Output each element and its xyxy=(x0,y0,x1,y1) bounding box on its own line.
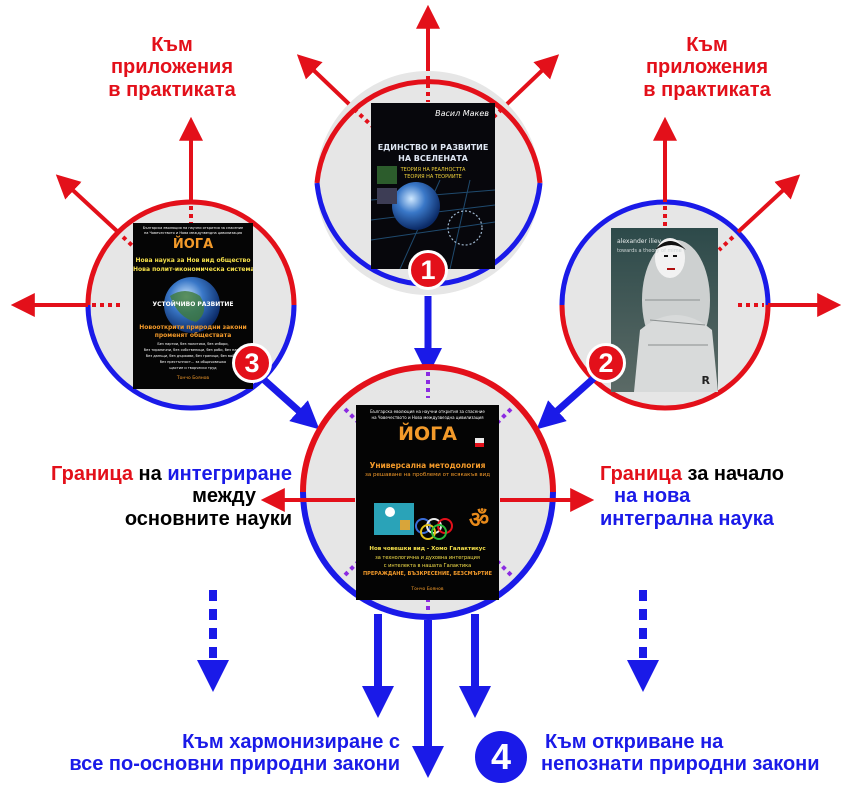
book-3-line-9: без престъпност... за общочовешко xyxy=(159,360,227,364)
badge-2: 2 xyxy=(586,343,626,383)
apps-label-right: Към приложения в практиката xyxy=(607,34,807,101)
book-3-line-3: УСТОЙЧИВО РАЗВИТИЕ xyxy=(152,301,234,308)
bottom-right-line2: непознати природни закони xyxy=(541,753,820,776)
book-3-author: Тончо Боянов xyxy=(176,376,210,381)
right-boundary-line2: на нова xyxy=(614,485,691,508)
apps-right-line3: в практиката xyxy=(643,78,771,101)
left-boundary-line3: основните науки xyxy=(124,507,292,530)
book-2-title: towards a theory of mime xyxy=(617,248,682,254)
left-boundary-line1: Граница на интегриране xyxy=(6,463,292,485)
book-4-line-1: Универсална методология xyxy=(369,461,486,470)
book-4-line-6: ПРЕРАЖДАНЕ, ВЪЗКРЕСЕНИЕ, БЕЗСМЪРТИЕ xyxy=(362,571,493,577)
apps-label-left: Към приложения в практиката xyxy=(72,34,272,101)
book-3-line-4: Новооткрити природни закони xyxy=(139,324,247,331)
book-4-header-2: на Човечеството и Нова междузвездна циви… xyxy=(371,415,484,420)
book-3-text: Българска еволюция на научни открития за… xyxy=(133,223,253,389)
apps-left-line3: в практиката xyxy=(108,78,236,101)
right-boundary-line1: Граница за начало xyxy=(600,463,850,485)
apps-left-line1: Към xyxy=(151,34,193,56)
arrow-2-to-center xyxy=(536,375,597,430)
book-2-author: alexander iliev xyxy=(617,238,662,245)
left-boundary-w3: интегриране xyxy=(167,463,292,485)
left-boundary-label: Граница на интегриране между основните н… xyxy=(6,463,292,530)
book-1-title-line2: НА ВСЕЛЕНАТА xyxy=(398,154,468,163)
book-1-subtitle-line2: ТЕОРИЯ НА ТЕОРИИТЕ xyxy=(404,174,462,180)
book-4-line-2: за решаване на проблеми от всякакъв вид xyxy=(365,472,490,478)
right-boundary-w2: за начало xyxy=(681,463,784,485)
left-boundary-line2: между xyxy=(192,485,256,508)
book-4-author: Тончо Боянов xyxy=(411,587,444,592)
book-1-author: Васил Макев xyxy=(435,109,489,118)
book-1-text: Васил Макев ЕДИНСТВО И РАЗВИТИЕ НА ВСЕЛЕ… xyxy=(371,103,495,269)
book-4-text: Българска еволюция на научни открития за… xyxy=(356,405,499,600)
book-3-line-2: Нова полит-икономическа система xyxy=(133,266,253,273)
book-1-subtitle-line1: ТЕОРИЯ НА РЕАЛНОСТТА xyxy=(400,167,466,173)
book-3-header-1: Българска еволюция на научни открития за… xyxy=(142,226,244,230)
bottom-left-line1: Към хармонизиране с xyxy=(182,731,400,753)
book-1-cover xyxy=(370,103,496,270)
badge-1: 1 xyxy=(408,250,448,290)
book-4-line-3: Нов човешки вид - Хомо Галактикус xyxy=(369,546,486,552)
bottom-right-line1: Към откриване на xyxy=(545,731,724,753)
bottom-left-label: Към хармонизиране с все по-основни приро… xyxy=(34,731,400,776)
book-3-line-5: променят обществата xyxy=(154,332,232,339)
book-3-header-2: на Човечеството и Нова междузвездна циви… xyxy=(143,231,243,235)
right-boundary-label: Граница за начало на нова интегрална нау… xyxy=(600,463,850,530)
book-4-line-4: за технологична и духовна интеграция xyxy=(375,555,480,561)
apps-left-line2: приложения xyxy=(110,56,234,79)
book-3-line-6: Без партии, без политика, без избори, xyxy=(157,342,229,346)
book-3-line-1: Нова наука за Нов вид общество xyxy=(135,257,251,264)
right-boundary-w1: Граница xyxy=(600,463,682,485)
left-boundary-w2: на xyxy=(132,463,168,485)
bottom-right-label: Към откриване на непознати природни зако… xyxy=(541,731,841,776)
arrow-3-to-center xyxy=(259,375,320,430)
apps-right-line1: Към xyxy=(686,34,728,56)
book-2-cover xyxy=(611,228,718,392)
svg-text:ॐ: ॐ xyxy=(469,508,489,533)
book-4-line-5: с интелекта в нашата Галактика xyxy=(383,563,472,569)
bottom-left-line2: все по-основни природни закони xyxy=(69,753,400,776)
badge-4: 4 xyxy=(475,731,527,783)
apps-right-line2: приложения xyxy=(645,56,769,79)
book-3-line-10: щастие и творчески труд xyxy=(169,366,217,370)
book-4-header-1: Българска еволюция на научни открития за… xyxy=(370,409,485,414)
book-1-title-line1: ЕДИНСТВО И РАЗВИТИЕ xyxy=(377,143,489,152)
book-3-line-8: без данъци, без държави, без граници, бе… xyxy=(145,354,241,358)
book-2-text: alexander iliev towards a theory of mime… xyxy=(611,228,718,392)
book-4-cover: ॐ xyxy=(356,405,499,600)
book-4-yoga: ЙОГА xyxy=(398,423,457,445)
left-boundary-w1: Граница xyxy=(51,463,133,485)
right-boundary-line3: интегрална наука xyxy=(600,507,774,530)
book-2-logo: R xyxy=(701,374,710,387)
book-3-line-7: без тиранични, без собственици, без роби… xyxy=(143,348,243,352)
book-3-yoga: ЙОГА xyxy=(172,237,214,252)
badge-3: 3 xyxy=(232,343,272,383)
